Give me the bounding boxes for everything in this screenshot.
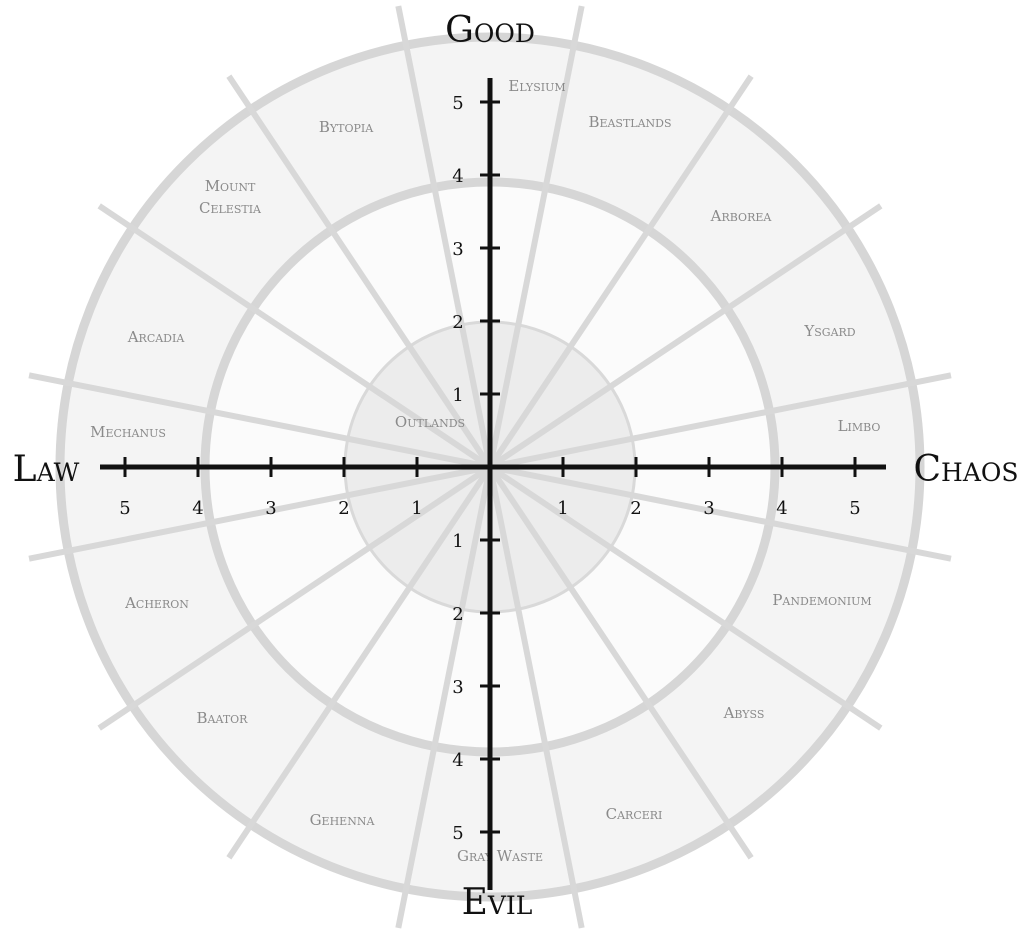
plane-label: Celestia [199, 199, 262, 217]
plane-label: Mount [205, 177, 256, 195]
axis-tick-label: 1 [452, 385, 463, 406]
axis-tick-label: 4 [776, 498, 787, 519]
plane-label: Elysium [508, 77, 565, 95]
plane-label: Limbo [838, 417, 881, 435]
axis-tick-label: 3 [265, 498, 276, 519]
axis-tick-label: 1 [557, 498, 568, 519]
axis-tick-label: 5 [452, 93, 463, 114]
plane-divider-line [226, 465, 493, 860]
axis-tick-label: 4 [452, 166, 463, 187]
plane-divider-line [97, 464, 492, 731]
plane-labels: ElysiumBeastlandsArboreaYsgardLimboPande… [90, 77, 880, 865]
axis-tick-label: 2 [452, 312, 463, 333]
plane-divider-line [395, 466, 493, 929]
plane-label: Beastlands [588, 113, 671, 131]
axis-tick-label: 4 [452, 750, 463, 771]
plane-label: Pandemonium [772, 591, 871, 609]
plane-label: Acheron [124, 594, 189, 612]
plane-label: Arborea [710, 207, 773, 225]
axis-label-chaos: Chaos [913, 449, 1018, 490]
plane-divider-line [226, 74, 493, 469]
plane-divider-line [395, 5, 493, 468]
plane-divider-line [488, 464, 883, 731]
plane-divider-line [489, 464, 952, 562]
plane-label: Abyss [723, 704, 765, 722]
axis-tick-label: 2 [452, 604, 463, 625]
plane-divider-line [487, 466, 585, 929]
axis-tick-label: 5 [452, 823, 463, 844]
alignment-axes [100, 78, 886, 890]
axis-label-evil: Evil [462, 882, 533, 923]
plane-label: Ysgard [803, 322, 855, 340]
plane-dividers [28, 5, 952, 929]
axis-tick-label: 5 [849, 498, 860, 519]
plane-label: Baator [197, 709, 249, 727]
axis-tick-label: 3 [703, 498, 714, 519]
axis-tick-label: 2 [630, 498, 641, 519]
plane-label: Carceri [606, 805, 663, 823]
axis-tick-label: 3 [452, 677, 463, 698]
center-label-outlands: Outlands [395, 413, 465, 431]
plane-label: Mechanus [90, 423, 166, 441]
axis-tick-label: 2 [338, 498, 349, 519]
plane-divider-line [487, 74, 754, 469]
axis-ticks: 1 1 1 1 2 2 2 2 3 3 3 3 4 4 4 4 5 5 5 5 [119, 93, 860, 844]
plane-label: Gray Waste [457, 847, 543, 865]
plane-divider-line [28, 372, 491, 470]
axis-tick-label: 5 [119, 498, 130, 519]
plane-divider-line [28, 464, 491, 562]
axis-label-law: Law [13, 449, 80, 490]
axis-label-good: Good [445, 10, 535, 51]
axis-tick-label: 1 [411, 498, 422, 519]
plane-divider-line [97, 203, 492, 470]
axis-tick-label: 1 [452, 531, 463, 552]
axis-tick-label: 4 [192, 498, 203, 519]
axis-tick-label: 3 [452, 239, 463, 260]
plane-label: Gehenna [310, 811, 376, 829]
plane-label: Bytopia [319, 118, 374, 136]
plane-divider-line [487, 5, 585, 468]
plane-divider-line [489, 372, 952, 470]
plane-divider-line [487, 465, 754, 860]
plane-label: Arcadia [127, 328, 186, 346]
plane-divider-line [488, 203, 883, 470]
